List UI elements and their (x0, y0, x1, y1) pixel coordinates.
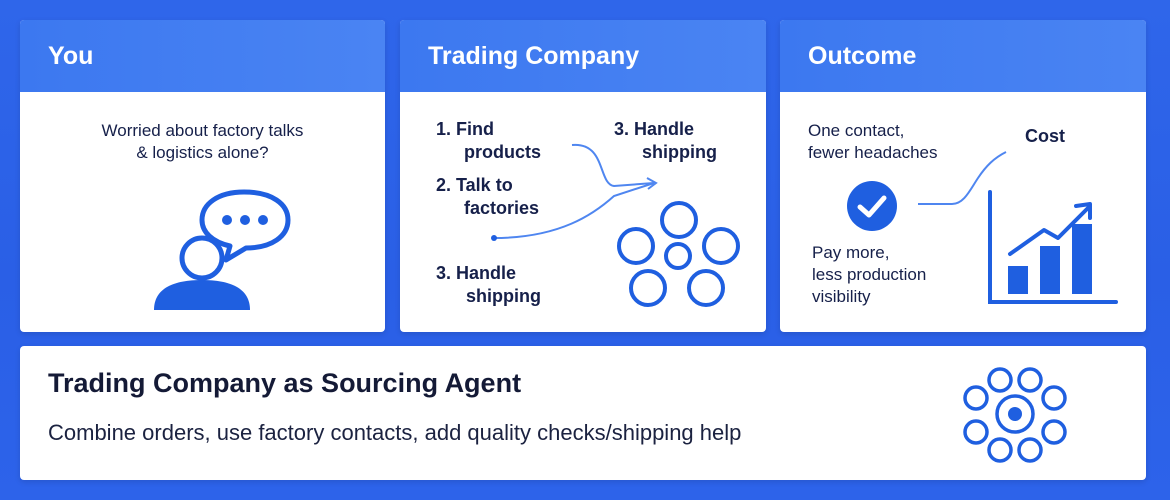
trading-card-body: 1. Find products 3. Handle shipping 2. T… (400, 92, 766, 330)
step-handle-shipping-bottom: 3. Handle shipping (436, 262, 541, 308)
step3b-line1: 3. Handle (614, 119, 695, 139)
rising-bar-chart-icon (988, 190, 1118, 304)
you-card-title: You (20, 20, 385, 92)
step2-line1: 2. Talk to (436, 175, 513, 195)
step-talk-to-factories: 2. Talk to factories (436, 174, 539, 220)
person-icon (154, 235, 250, 310)
step1-line2: products (464, 142, 542, 162)
step3a-line1: 3. Handle (436, 263, 517, 283)
banner-subtitle: Combine orders, use factory contacts, ad… (48, 420, 742, 445)
outcome-card-title: Outcome (780, 20, 1146, 92)
step2-line2: factories (464, 198, 540, 218)
you-question-line1: Worried about factory talks (101, 121, 304, 140)
contact-line2: fewer headaches (808, 143, 938, 162)
trading-card-title: Trading Company (400, 20, 766, 92)
outcome-card: Outcome One contact, fewer headaches Cos… (780, 20, 1146, 332)
outcome-card-body: One contact, fewer headaches Cost Pay mo… (780, 92, 1146, 330)
step3b-line2: shipping (642, 142, 717, 162)
you-card: You Worried about factory talks & logist… (20, 20, 385, 332)
cost-connector (918, 151, 1007, 205)
pay-line3: visibility (812, 287, 871, 306)
banner-title: Trading Company as Sourcing Agent (48, 368, 522, 398)
step-handle-shipping-top: 3. Handle shipping (614, 118, 717, 164)
pay-line1: Pay more, (812, 243, 890, 262)
pay-line2: less production (812, 265, 927, 284)
trading-card: Trading Company 1. Find products 3. Hand… (400, 20, 766, 332)
flow-arrows (491, 143, 658, 241)
speech-bubble-icon (199, 189, 291, 263)
outcome-pay-text: Pay more, less production visibility (812, 242, 926, 308)
you-card-body: Worried about factory talks & logistics … (20, 92, 385, 330)
outcome-contact-text: One contact, fewer headaches (808, 120, 937, 164)
sourcing-agent-banner: Trading Company as Sourcing Agent Combin… (20, 346, 1146, 480)
you-question-line2: & logistics alone? (136, 143, 269, 162)
check-circle-icon (847, 181, 897, 231)
cost-label: Cost (1025, 126, 1065, 146)
you-question: Worried about factory talks & logistics … (20, 120, 385, 164)
network-cluster-icon (617, 201, 740, 307)
step-find-products: 1. Find products (436, 118, 541, 164)
contact-line1: One contact, (808, 121, 905, 140)
hub-network-icon (963, 367, 1067, 463)
step1-line1: 1. Find (436, 119, 494, 139)
step3a-line2: shipping (466, 286, 541, 306)
